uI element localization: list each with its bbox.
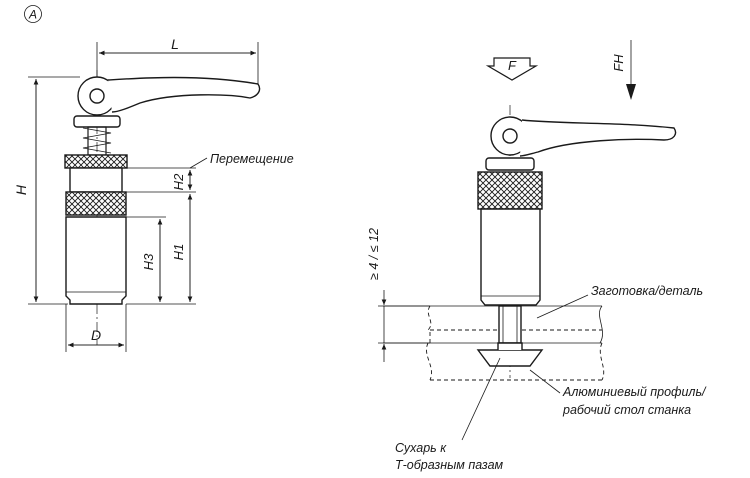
dim-H-label: H <box>13 184 29 195</box>
threaded-body <box>65 216 127 305</box>
view-marker: A <box>24 5 42 23</box>
right-annotations: ≥ 4 / ≤ 12 F FH Заготовка/деталь Алюмини… <box>367 40 707 472</box>
callout-profile-line1: Алюминиевый профиль/ <box>562 385 707 399</box>
callout-slot-nut-line1: Сухарь к <box>395 441 447 455</box>
lever-cap <box>73 115 121 128</box>
view-marker-letter: A <box>28 8 37 22</box>
callout-displacement: Перемещение <box>210 152 294 166</box>
dim-clamp-range-label: ≥ 4 / ≤ 12 <box>367 228 381 280</box>
callout-profile-line2: рабочий стол станка <box>562 403 691 417</box>
lever-arm <box>107 76 261 113</box>
right-lever-cap <box>485 157 535 171</box>
lower-knurled-band <box>65 191 127 216</box>
force-FH-arrow <box>626 84 636 100</box>
t-slot-nut <box>476 349 544 367</box>
right-knurled-nut <box>477 171 543 210</box>
force-F-label: F <box>508 58 517 73</box>
dim-H2-label: H2 <box>171 173 186 190</box>
upper-sleeve <box>69 167 123 193</box>
dim-D-label: D <box>91 327 101 343</box>
dim-H3-label: H3 <box>141 253 156 270</box>
bolt <box>498 305 522 344</box>
lever-pin <box>89 88 105 104</box>
callout-slot-nut-line2: Т-образным пазам <box>395 458 504 472</box>
left-view-cam-lever <box>64 70 261 345</box>
left-dimensions: L H H2 Перемещение H1 H3 D <box>13 36 294 352</box>
force-F-arrow <box>485 57 539 81</box>
callout-workpiece: Заготовка/деталь <box>591 284 703 298</box>
force-FH-label: FH <box>611 54 626 72</box>
right-view-assembly <box>383 105 677 381</box>
dim-H1-label: H1 <box>171 244 186 261</box>
right-lever-arm <box>519 119 677 157</box>
upper-knurled-nut <box>64 154 128 169</box>
right-body <box>480 208 541 306</box>
dim-L-label: L <box>171 36 179 52</box>
